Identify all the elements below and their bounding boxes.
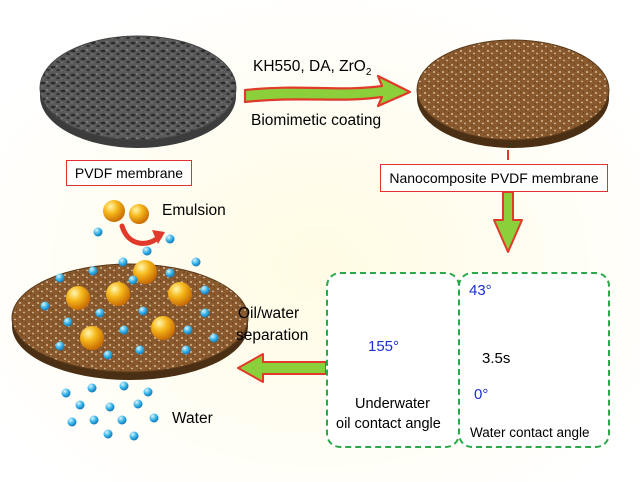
emulsion-oil-droplets [103, 200, 149, 224]
time-label: 3.5s [482, 350, 511, 367]
oil-contact-angle-panel [326, 272, 460, 448]
emulsion-arrow-head [152, 230, 165, 244]
emulsion-label: Emulsion [162, 202, 226, 219]
pvdf-membrane-text: PVDF membrane [74, 165, 184, 181]
nanocomposite-membrane-label: Nanocomposite PVDF membrane [380, 164, 608, 192]
water-contact-angle-panel [458, 272, 610, 448]
underwater-label-line2: oil contact angle [336, 416, 441, 432]
oil-droplets-on-membrane [66, 260, 192, 350]
separation-arrow [237, 353, 327, 383]
reagents-label: KH550, DA, ZrO2 [253, 58, 372, 79]
nanocomposite-membrane-disk [416, 39, 610, 148]
coating-process-label: Biomimetic coating [251, 112, 382, 129]
water-droplets [40, 227, 219, 441]
separation-label-line2: separation [236, 327, 309, 344]
underwater-label-line1: Underwater [355, 396, 430, 412]
nanocomposite-membrane-text: Nanocomposite PVDF membrane [389, 170, 599, 186]
water-contact-angle-label: Water contact angle [470, 425, 590, 440]
coating-arrow [243, 74, 412, 108]
angle-final-label: 0° [474, 386, 489, 403]
water-label: Water [172, 410, 213, 427]
angle-oil-label: 155° [368, 338, 400, 355]
down-arrow [493, 191, 523, 253]
pvdf-membrane-label: PVDF membrane [66, 160, 192, 186]
pvdf-membrane-disk [39, 35, 237, 148]
angle-initial-label: 43° [469, 282, 492, 299]
separation-label-line1: Oil/water [238, 305, 300, 322]
reagents-subscript: 2 [365, 67, 372, 79]
